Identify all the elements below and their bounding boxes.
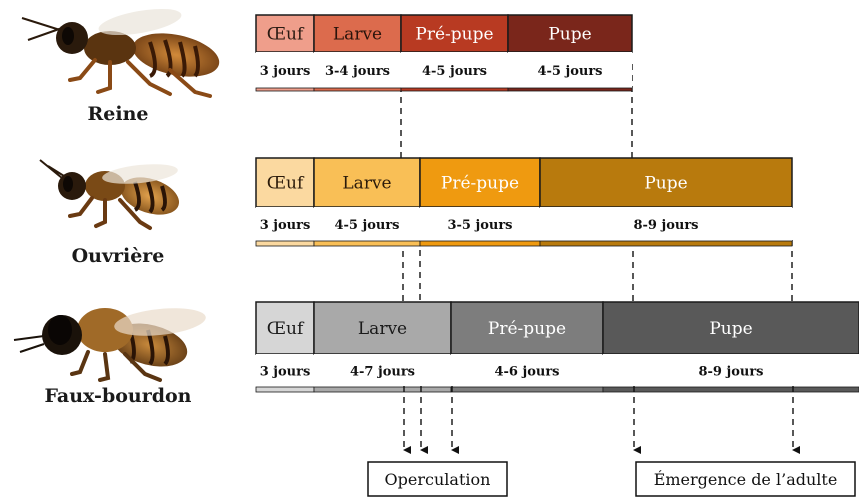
duration-cell-faux-bourdon-pre-pupe — [451, 354, 603, 387]
duration-cell-ouvriere-oeuf — [256, 207, 314, 241]
stage-label-faux-bourdon-pre-pupe: Pré-pupe — [488, 319, 566, 339]
caste-bar-faux-bourdon: Œuf 3 jours Larve 4-7 jours Pré-pupe 4-6 jour… — [255, 301, 859, 393]
stage-label-faux-bourdon-pupe: Pupe — [709, 319, 752, 339]
stage-label-ouvriere-oeuf: Œuf — [267, 174, 305, 194]
duration-label-ouvriere-oeuf: 3 jours — [260, 218, 311, 233]
stage-underline-faux-bourdon-pupe — [602, 386, 859, 393]
stage-label-faux-bourdon-oeuf: Œuf — [267, 319, 305, 339]
stage-underline-faux-bourdon-pre-pupe — [450, 386, 604, 393]
stage-label-ouvriere-pupe: Pupe — [644, 174, 687, 194]
stage-underline-reine-oeuf — [255, 87, 315, 92]
duration-label-reine-oeuf: 3 jours — [260, 64, 311, 79]
stage-label-reine-pupe: Pupe — [548, 25, 591, 45]
duration-cell-reine-pre-pupe — [401, 52, 508, 88]
duration-label-faux-bourdon-larve: 4-7 jours — [350, 365, 415, 380]
queen-bee-image — [21, 8, 220, 98]
stage-band-reine-pre-pupe — [400, 14, 509, 53]
stage-underline-ouvriere-pupe — [539, 240, 793, 247]
legend-operculation: Operculation — [367, 461, 508, 497]
legend-operculation-label: Operculation — [385, 470, 491, 489]
stage-underline-reine-pupe — [507, 87, 633, 92]
legend-operculation-box — [367, 461, 508, 497]
duration-cell-faux-bourdon-pupe — [603, 354, 859, 387]
stage-band-ouvriere-pupe — [539, 157, 793, 208]
stage-underline-ouvriere-oeuf — [255, 240, 315, 247]
duration-label-ouvriere-pupe: 8-9 jours — [633, 218, 698, 233]
stage-band-faux-bourdon-oeuf — [255, 301, 315, 355]
duration-label-ouvriere-pre-pupe: 3-5 jours — [447, 218, 512, 233]
stage-label-reine-pre-pupe: Pré-pupe — [415, 25, 493, 45]
duration-cell-ouvriere-pre-pupe — [420, 207, 540, 241]
duration-label-reine-pupe: 4-5 jours — [537, 64, 602, 79]
duration-label-faux-bourdon-pre-pupe: 4-6 jours — [494, 365, 559, 380]
duration-label-faux-bourdon-pupe: 8-9 jours — [698, 365, 763, 380]
caste-name-faux-bourdon: Faux-bourdon — [44, 385, 191, 407]
duration-label-reine-larve: 3-4 jours — [325, 64, 390, 79]
stage-label-reine-larve: Larve — [333, 25, 382, 45]
stage-band-reine-oeuf — [255, 14, 315, 53]
duration-cell-reine-oeuf — [256, 52, 314, 88]
duration-cell-faux-bourdon-larve — [314, 354, 451, 387]
duration-cell-ouvriere-larve — [314, 207, 420, 241]
drone-bee-image — [13, 308, 206, 382]
stage-underline-faux-bourdon-larve — [313, 386, 452, 393]
legend-emergence-label: Émergence de l’adulte — [654, 469, 838, 489]
worker-bee-image — [39, 159, 180, 230]
duration-cell-faux-bourdon-oeuf — [256, 354, 314, 387]
duration-label-reine-pre-pupe: 4-5 jours — [422, 64, 487, 79]
legend-arrows — [403, 386, 800, 454]
stage-underline-reine-pre-pupe — [400, 87, 509, 92]
duration-cell-reine-pupe — [508, 52, 632, 88]
stage-label-ouvriere-larve: Larve — [342, 174, 391, 194]
stage-label-ouvriere-pre-pupe: Pré-pupe — [441, 174, 519, 194]
caste-name-reine: Reine — [88, 103, 149, 125]
duration-cell-reine-larve — [314, 52, 401, 88]
stage-band-faux-bourdon-pupe — [602, 301, 859, 355]
stage-underline-faux-bourdon-oeuf — [255, 386, 315, 393]
duration-label-faux-bourdon-oeuf: 3 jours — [260, 365, 311, 380]
caste-name-ouvriere: Ouvrière — [72, 245, 165, 267]
caste-bar-ouvriere: Œuf 3 jours Larve 4-5 jours Pré-pupe 3-5 jour… — [255, 157, 793, 247]
stage-underline-reine-larve — [313, 87, 402, 92]
stage-label-faux-bourdon-larve: Larve — [358, 319, 407, 339]
stage-band-ouvriere-pre-pupe — [419, 157, 541, 208]
duration-label-ouvriere-larve: 4-5 jours — [334, 218, 399, 233]
legend-emergence: Émergence de l’adulte — [635, 461, 856, 497]
legend-emergence-box — [635, 461, 856, 497]
duration-cell-ouvriere-pupe — [540, 207, 792, 241]
stage-band-faux-bourdon-pre-pupe — [450, 301, 604, 355]
stage-underline-ouvriere-larve — [313, 240, 421, 247]
stage-band-reine-pupe — [507, 14, 633, 53]
stage-underline-ouvriere-pre-pupe — [419, 240, 541, 247]
caste-bar-reine: Œuf 3 jours Larve 3-4 jours Pré-pupe 4-5 jour… — [255, 14, 633, 92]
stage-label-reine-oeuf: Œuf — [267, 25, 305, 45]
